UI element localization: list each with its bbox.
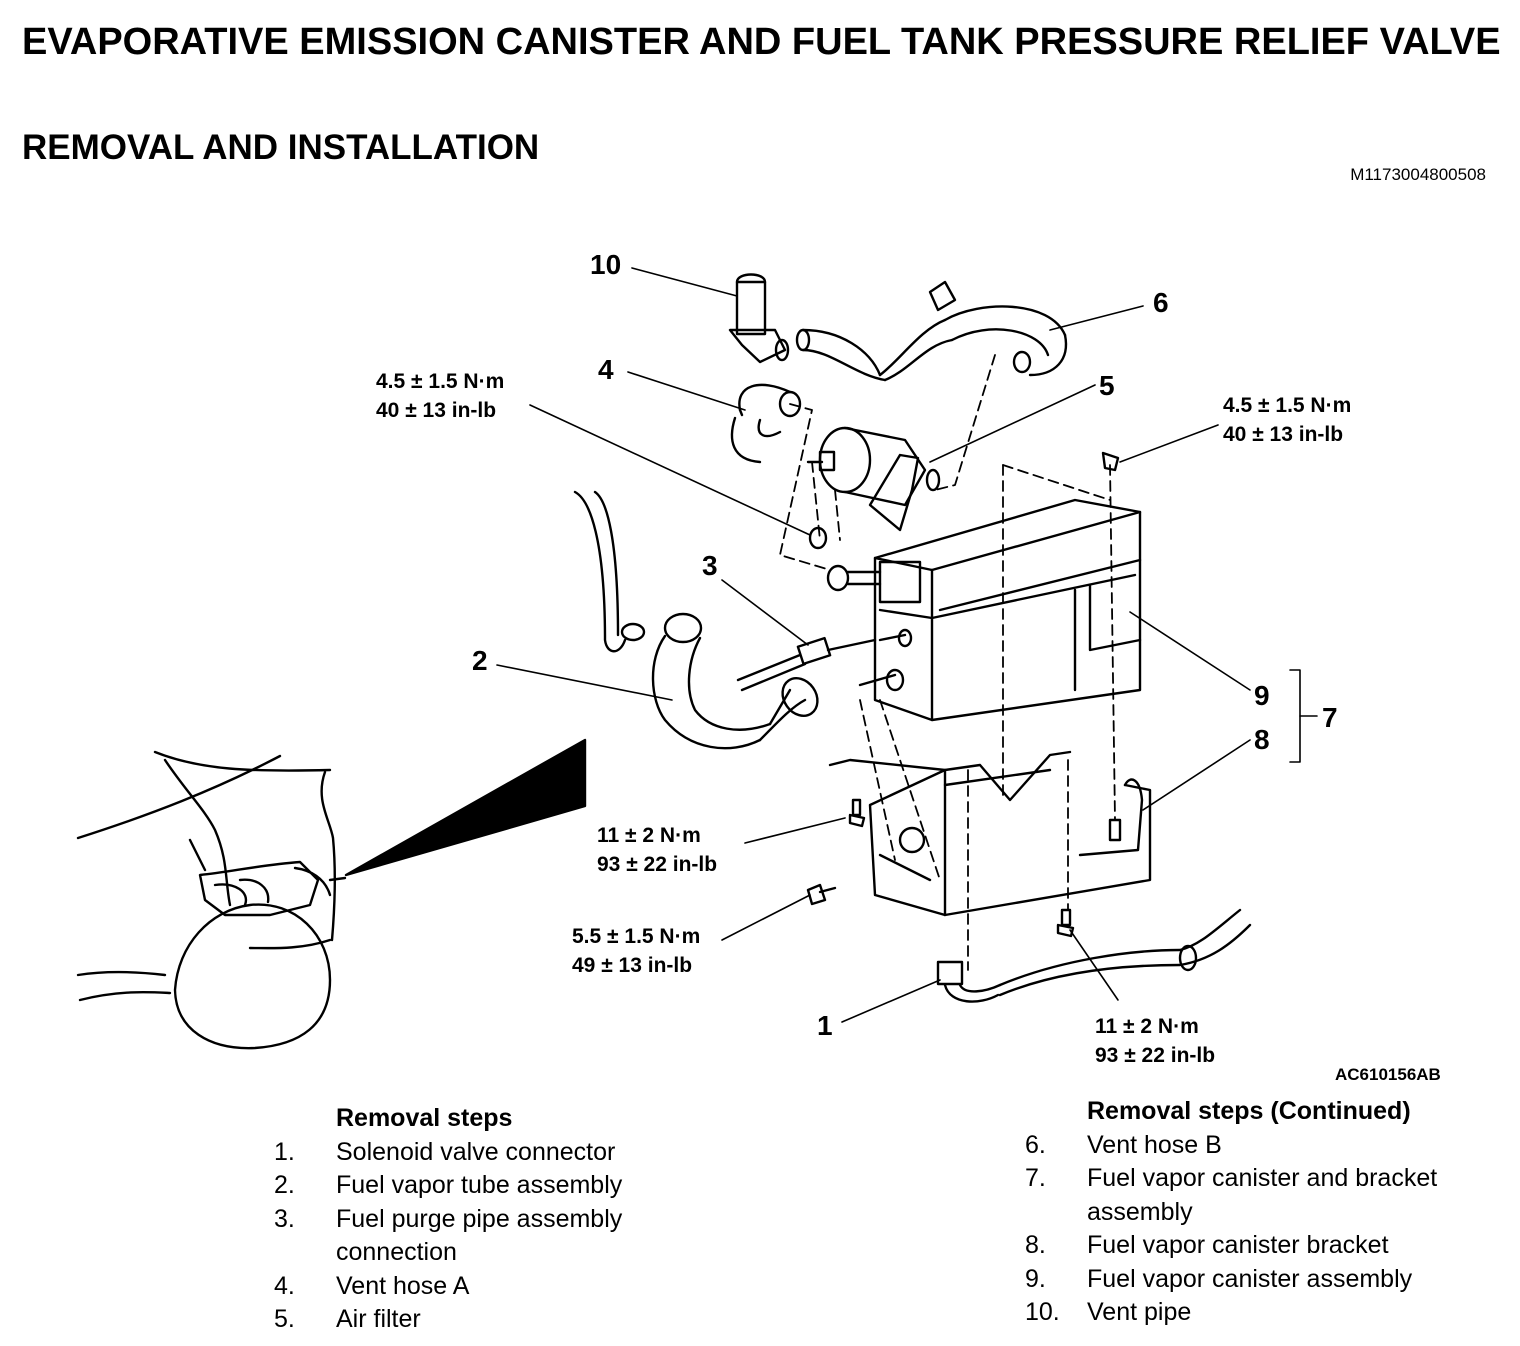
list-item: 5.Air filter	[274, 1305, 421, 1333]
fasteners	[806, 451, 1122, 938]
torque-bracket-bolt-inlb: 49 ± 13 in-lb	[572, 954, 692, 977]
torque-bracket-left-nm: 11 ± 2 N·m	[597, 824, 701, 847]
torque-top-right-inlb: 40 ± 13 in-lb	[1223, 423, 1343, 446]
vent-hose-a	[730, 383, 802, 464]
list-item: 3.Fuel purge pipe assembly connection	[274, 1204, 623, 1267]
torque-vent-nut-inlb: 40 ± 13 in-lb	[376, 399, 496, 422]
figure-id: AC610156AB	[1335, 1065, 1441, 1084]
list-item: 7.Fuel vapor canister and bracket assemb…	[1025, 1164, 1438, 1226]
vent-pipe	[728, 273, 790, 364]
fuel-vapor-canister	[826, 498, 1142, 722]
torque-bracket-left-inlb: 93 ± 22 in-lb	[597, 853, 717, 876]
fuel-vapor-tube-assembly	[573, 490, 819, 750]
callout-7: 7	[1322, 702, 1338, 733]
air-filter	[806, 426, 941, 532]
page-title: EVAPORATIVE EMISSION CANISTER AND FUEL T…	[22, 21, 1501, 63]
canister-bracket	[828, 750, 1152, 917]
solenoid-valve-connector	[936, 908, 1252, 1003]
callout-8: 8	[1254, 724, 1270, 755]
fuel-purge-pipe	[736, 636, 877, 692]
assembly-lines	[779, 354, 1116, 971]
list-item: 4.Vent hose A	[274, 1271, 470, 1300]
page-subtitle: REMOVAL AND INSTALLATION	[22, 128, 540, 167]
list-item: 8.Fuel vapor canister bracket	[1025, 1231, 1389, 1259]
list-item: 1.Solenoid valve connector	[274, 1137, 616, 1166]
bolt-bracket-lower	[806, 883, 837, 906]
callout-2: 2	[472, 645, 488, 676]
list-item: 10.Vent pipe	[1025, 1298, 1192, 1326]
nut-vent-hose	[808, 526, 828, 550]
list-item: 2.Fuel vapor tube assembly	[274, 1171, 623, 1199]
removal-steps-continued-list: Removal steps (Continued) 6.Vent hose B …	[1025, 1095, 1495, 1330]
list-item: 6.Vent hose B	[1025, 1130, 1222, 1159]
removal-steps-list: Removal steps 1.Solenoid valve connector…	[274, 1102, 694, 1337]
document-id: M1173004800508	[1350, 165, 1486, 184]
torque-bottom-inlb: 93 ± 22 in-lb	[1095, 1044, 1215, 1067]
torque-top-right-nm: 4.5 ± 1.5 N·m	[1223, 394, 1351, 417]
nut-top-right	[1101, 451, 1120, 472]
list-item: 9.Fuel vapor canister assembly	[1025, 1264, 1413, 1293]
callout-10: 10	[590, 249, 621, 280]
callout-5: 5	[1099, 370, 1115, 401]
callout-6: 6	[1153, 287, 1169, 318]
leader-lines	[496, 267, 1318, 1023]
callout-1: 1	[817, 1010, 833, 1041]
callout-9: 9	[1254, 680, 1270, 711]
removal-steps-heading: Removal steps	[336, 1104, 513, 1132]
vehicle-inset	[76, 738, 587, 1050]
bolt-bracket-right	[1108, 818, 1122, 842]
callout-labels: 10 6 4 5 3 2 9 8 7 1 4.5 ± 1.5 N·m 40 ± …	[376, 249, 1441, 1084]
bolt-bracket-left	[848, 798, 866, 828]
zoom-wedge	[344, 738, 587, 877]
removal-steps-continued-heading: Removal steps (Continued)	[1087, 1097, 1411, 1125]
torque-bracket-bolt-nm: 5.5 ± 1.5 N·m	[572, 925, 700, 948]
torque-vent-nut-nm: 4.5 ± 1.5 N·m	[376, 370, 504, 393]
torque-bottom-nm: 11 ± 2 N·m	[1095, 1015, 1199, 1038]
callout-4: 4	[598, 354, 614, 385]
callout-3: 3	[702, 550, 718, 581]
vent-hose-b	[795, 280, 1068, 382]
